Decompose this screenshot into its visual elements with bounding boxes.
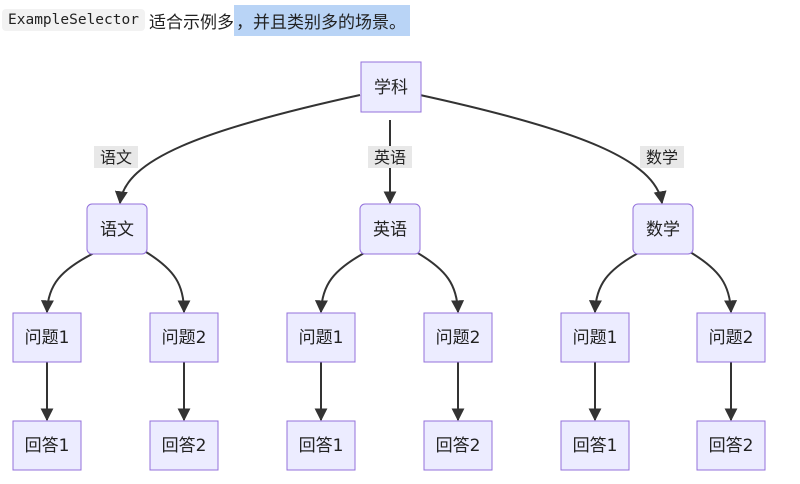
edge-subject-1-to-question-2	[145, 251, 191, 314]
caption-highlighted-text: ，并且类别多的场景。	[233, 4, 410, 36]
root-node-label: 学科	[374, 78, 408, 98]
caption-text: 适合示例多	[148, 12, 234, 33]
edge-subject-3-to-question-1	[588, 251, 641, 314]
question-node-2-2-label: 问题2	[436, 328, 481, 348]
answer-node-2-1-label: 回答1	[299, 436, 344, 456]
question-node-1-1-label: 问题1	[25, 328, 70, 348]
edge-subject-2-to-question-1	[314, 251, 367, 314]
subject-node-3	[632, 203, 694, 255]
edge-label-1: 语文	[100, 148, 132, 167]
answer-node-3-2-label: 回答2	[709, 436, 754, 456]
subject-node-1-label: 语文	[100, 220, 134, 240]
answer-node-1-1-label: 回答1	[25, 436, 70, 456]
answer-node-2-1	[286, 420, 356, 471]
answer-node-1-2	[149, 420, 219, 471]
answer-node-3-1-label: 回答1	[573, 436, 618, 456]
edge-root-to-subject-1	[114, 94, 361, 205]
subject-node-2-label: 英语	[373, 220, 407, 240]
edge-subject-2-to-question-2	[415, 251, 465, 314]
question-node-3-1-label: 问题1	[573, 328, 618, 348]
answer-node-2-2	[423, 420, 493, 471]
edge-label-3-bg	[640, 146, 684, 168]
root-node	[360, 61, 422, 113]
question-node-3-2-label: 问题2	[709, 328, 754, 348]
question-node-3-2	[696, 312, 766, 363]
answer-node-3-2	[696, 420, 766, 471]
question-node-2-1	[286, 312, 356, 363]
question-node-1-2	[149, 312, 219, 363]
edge-label-2-bg	[368, 146, 412, 168]
subject-node-2	[359, 203, 421, 255]
edge-label-2: 英语	[374, 148, 406, 167]
answer-node-1-1	[12, 420, 82, 471]
subject-node-1	[86, 203, 148, 255]
question-node-1-2-label: 问题2	[162, 328, 207, 348]
edge-label-1-bg	[94, 146, 138, 168]
caption: ExampleSelector 适合示例多 ，并且类别多的场景。	[2, 4, 410, 36]
answer-node-3-1	[560, 420, 630, 471]
code-term: ExampleSelector	[2, 9, 145, 31]
edge-subject-3-to-question-2	[689, 251, 738, 314]
question-node-2-1-label: 问题1	[299, 328, 344, 348]
answer-node-2-2-label: 回答2	[436, 436, 481, 456]
edge-subject-1-to-question-1	[40, 251, 97, 314]
edge-label-3: 数学	[646, 148, 678, 167]
subject-node-3-label: 数学	[646, 220, 680, 240]
question-node-2-2	[423, 312, 493, 363]
edge-root-to-subject-3	[419, 94, 667, 205]
question-node-1-1	[12, 312, 82, 363]
answer-node-1-2-label: 回答2	[162, 436, 207, 456]
question-node-3-1	[560, 312, 630, 363]
